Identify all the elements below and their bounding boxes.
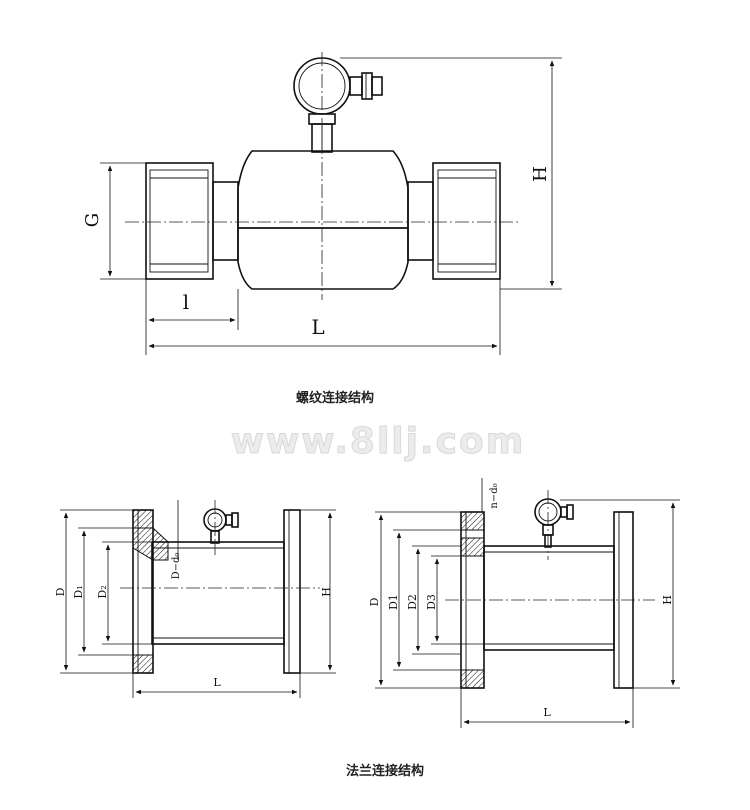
label-right-D3: D3 [425, 594, 438, 610]
dimension-l: l [145, 279, 239, 355]
flange-drawing-left: D D₁ D₂ D−d₀ H L [54, 500, 336, 698]
right-transmitter [534, 498, 574, 548]
left-dimension-L: L [132, 673, 301, 698]
right-dimension-L: L [460, 688, 634, 728]
dimension-L: L [148, 279, 501, 355]
right-tube [483, 545, 615, 651]
left-transmitter [203, 508, 239, 544]
label-right-nd0: n−d₀ [489, 483, 500, 508]
label-left-d0: D−d₀ [171, 553, 182, 580]
threaded-caption: 螺纹连接结构 [296, 390, 374, 406]
label-right-D1: D1 [387, 594, 400, 610]
left-right-flange [283, 509, 301, 674]
label-right-H: H [661, 595, 674, 605]
left-dimension-H: H [300, 509, 336, 674]
label-left-D: D [54, 587, 67, 596]
dimension-H: H [340, 57, 562, 290]
label-left-D1: D₁ [72, 585, 85, 598]
label-right-L: L [543, 706, 551, 719]
threaded-connection-drawing: G H l L [82, 52, 562, 355]
flange-caption: 法兰连接结构 [346, 763, 424, 779]
transmitter-head [293, 57, 383, 153]
dimension-G: G [82, 162, 146, 280]
label-right-D: D [368, 597, 381, 606]
left-dimensions-diameter: D D₁ D₂ D−d₀ [54, 500, 182, 674]
left-thread-fitting [145, 162, 239, 280]
flange-drawing-right: D D1 D2 D3 n−d₀ H [368, 478, 680, 728]
watermark: www.8llj.com [231, 421, 525, 462]
left-flange-section [132, 509, 169, 674]
right-dimensions-diameter: D D1 D2 D3 n−d₀ [368, 478, 500, 689]
label-L: L [311, 315, 324, 339]
label-left-L: L [213, 676, 221, 689]
meter-body [237, 150, 409, 290]
right-thread-fitting [407, 162, 501, 280]
right-dimension-H: H [560, 499, 680, 689]
label-right-D2: D2 [406, 594, 419, 610]
label-left-H: H [320, 587, 333, 597]
label-H: H [530, 166, 551, 182]
label-G: G [82, 213, 103, 227]
label-l: l [183, 290, 189, 314]
label-left-D2: D₂ [96, 585, 109, 598]
